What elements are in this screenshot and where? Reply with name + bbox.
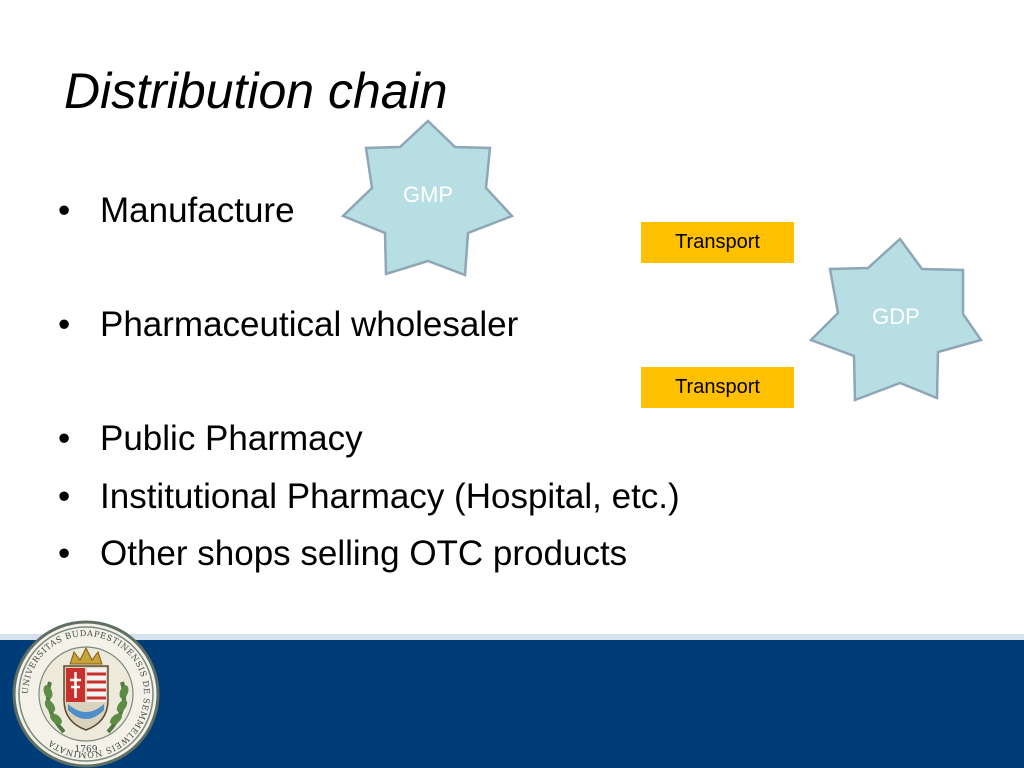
transport-box: Transport — [641, 222, 794, 263]
footer-divider — [0, 634, 1024, 640]
bullet-text: Institutional Pharmacy (Hospital, etc.) — [100, 477, 680, 516]
bullet-icon: • — [58, 477, 71, 516]
gmp-star-label: GMP — [402, 182, 454, 207]
bullet-item: • Public Pharmacy — [58, 419, 363, 459]
bullet-icon: • — [58, 534, 71, 573]
gdp-star-shape — [808, 237, 984, 402]
bullet-text: Pharmaceutical wholesaler — [100, 305, 519, 344]
gmp-star-shape — [340, 119, 515, 277]
footer-band — [0, 640, 1024, 768]
gdp-star-label: GDP — [872, 304, 920, 329]
bullet-item: • Manufacture — [58, 191, 295, 231]
bullet-item: • Institutional Pharmacy (Hospital, etc.) — [58, 477, 680, 517]
seal-year: 1769 — [75, 745, 98, 755]
bullet-item: • Pharmaceutical wholesaler — [58, 305, 518, 345]
bullet-text: Other shops selling OTC products — [100, 534, 628, 573]
bullet-text: Public Pharmacy — [100, 419, 363, 458]
transport-box: Transport — [641, 367, 794, 408]
bullet-icon: • — [58, 191, 71, 230]
university-seal-logo: UNIVERSITAS BUDAPESTINENSIS DE SEMMELWEI… — [12, 620, 160, 768]
bullet-text: Manufacture — [100, 191, 295, 230]
bullet-icon: • — [58, 419, 71, 458]
slide-title: Distribution chain — [64, 63, 448, 119]
bullet-icon: • — [58, 305, 71, 344]
bullet-item: • Other shops selling OTC products — [58, 534, 627, 574]
